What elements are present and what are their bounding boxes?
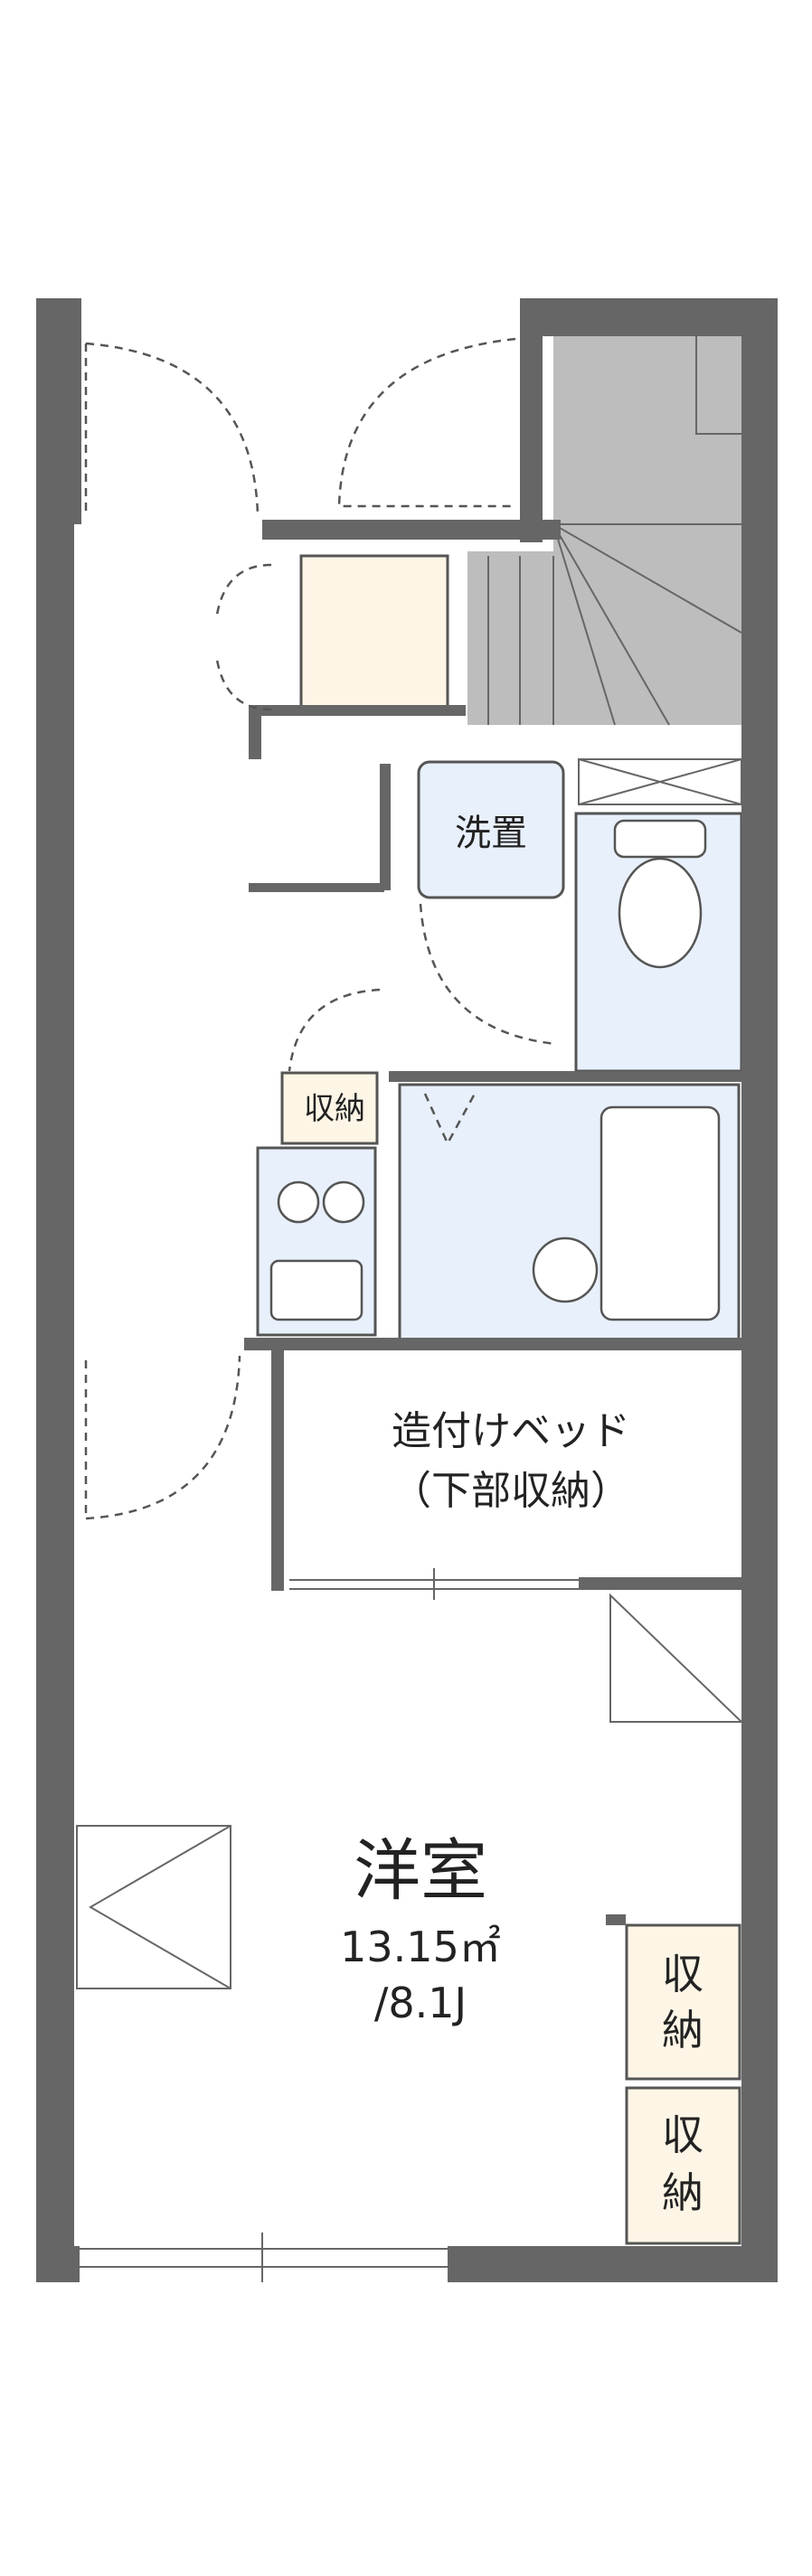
wall-hall-stub (249, 705, 261, 759)
air-conditioner (76, 1825, 231, 1989)
door-swing-entrance-right (337, 337, 516, 508)
label-room-area: 13.15㎡ (340, 1923, 501, 1971)
door-swing-bath (423, 1093, 477, 1146)
wall-shoe-left (249, 705, 466, 716)
entrance-floor (80, 556, 251, 737)
stove-burner-left (277, 1180, 320, 1224)
wall-bottom-left (36, 2246, 80, 2282)
bed-shelf-diagonal (609, 1593, 744, 1723)
wall-left (36, 298, 74, 2282)
door-swing-room (84, 1355, 241, 1520)
label-laundry: 洗置 (455, 813, 527, 854)
wall-bed-left (271, 1347, 284, 1591)
wall-corridor-right (380, 764, 391, 890)
closet-upper (625, 1923, 741, 2081)
wall-bed-bottom (579, 1577, 746, 1590)
closet-lower (625, 2086, 741, 2245)
wall-bath-top (389, 1071, 746, 1082)
wall-top-left-stub (36, 298, 81, 524)
label-room-jo: /8.1J (374, 1979, 467, 2027)
wall-closet-left (606, 1914, 626, 1925)
storage-small-box (280, 1071, 379, 1145)
wall-entrance-top (262, 520, 561, 540)
staircase-lower (467, 551, 739, 725)
door-swing-kitchen (288, 988, 381, 1072)
label-closet2-line1: 収 (662, 2111, 703, 2159)
laundry-pan (417, 760, 565, 899)
door-swing-laundry (419, 903, 557, 1046)
label-closet2-line2: 納 (662, 2168, 703, 2217)
stove-burner-right (322, 1180, 365, 1224)
wall-entrance-mid (520, 298, 543, 542)
kitchen-sink (269, 1259, 364, 1321)
stairs-treads (487, 336, 742, 726)
label-closet1-line2: 納 (662, 2006, 703, 2054)
bathtub (600, 1105, 721, 1321)
wall-right (741, 298, 778, 2282)
label-storage-small: 収納 (304, 1091, 365, 1127)
wall-bottom-right (448, 2246, 778, 2282)
toilet-tank (613, 819, 707, 859)
laundry-cross (578, 758, 742, 805)
label-closet1-line1: 収 (662, 1950, 703, 1998)
door-swing-entrance-left (84, 342, 260, 516)
wash-basin (532, 1236, 599, 1303)
window-bed (289, 1568, 579, 1600)
window-bottom (80, 2233, 448, 2282)
label-bed-line2: （下部収納） (392, 1468, 630, 1514)
label-bed-line1: 造付けベッド (392, 1408, 630, 1454)
wall-corridor-stub (249, 883, 384, 892)
toilet-bowl (618, 857, 703, 969)
wall-top-right (520, 298, 778, 336)
label-room-name: 洋室 (354, 1832, 487, 1910)
wall-bath-bottom (244, 1338, 746, 1350)
shoe-cabinet (299, 554, 449, 716)
